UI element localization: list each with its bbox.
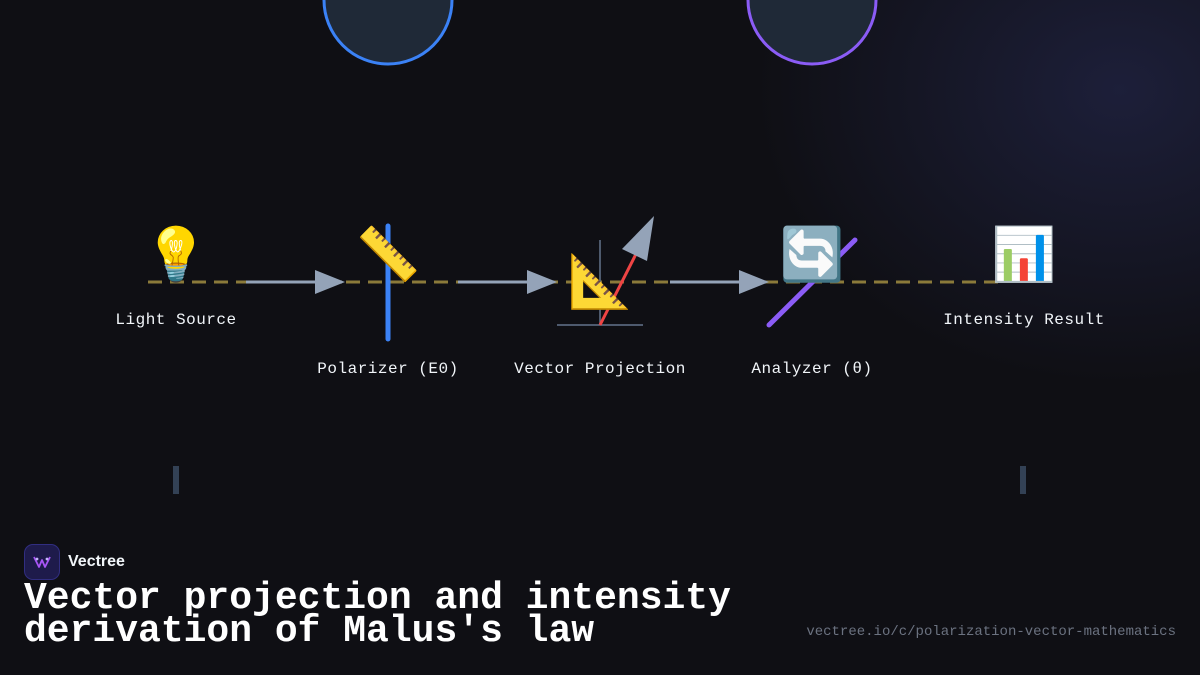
brand-name: Vectree — [68, 553, 125, 570]
marker-bar-right — [1020, 466, 1026, 494]
node-label-intensity-result: Intensity Result — [943, 311, 1105, 329]
vectree-logo-icon — [24, 544, 60, 580]
ruler-icon: 📏 — [355, 225, 421, 285]
projection-vector-head — [622, 216, 654, 261]
source-url[interactable]: vectree.io/c/polarization-vector-mathema… — [806, 624, 1176, 640]
analyzer-disc — [746, 0, 878, 66]
triangle-ruler-icon: 📐 — [567, 252, 633, 312]
lightbulb-icon: 💡 — [143, 225, 209, 285]
brand[interactable]: Vectree — [24, 544, 125, 580]
polarizer-disc — [322, 0, 454, 66]
node-label-vector-projection: Vector Projection — [514, 360, 686, 378]
node-label-analyzer: Analyzer (θ) — [751, 360, 873, 378]
page-title: Vector projection and intensity derivati… — [24, 577, 731, 653]
node-label-polarizer: Polarizer (E0) — [317, 360, 459, 378]
node-label-light-source: Light Source — [115, 311, 237, 329]
analyzer-axis — [766, 237, 858, 328]
bar-chart-icon: 📊 — [991, 225, 1057, 285]
rotate-arrows-icon: 🔄 — [779, 225, 845, 285]
marker-bar-left — [173, 466, 179, 494]
electric-field-vector — [598, 253, 638, 326]
